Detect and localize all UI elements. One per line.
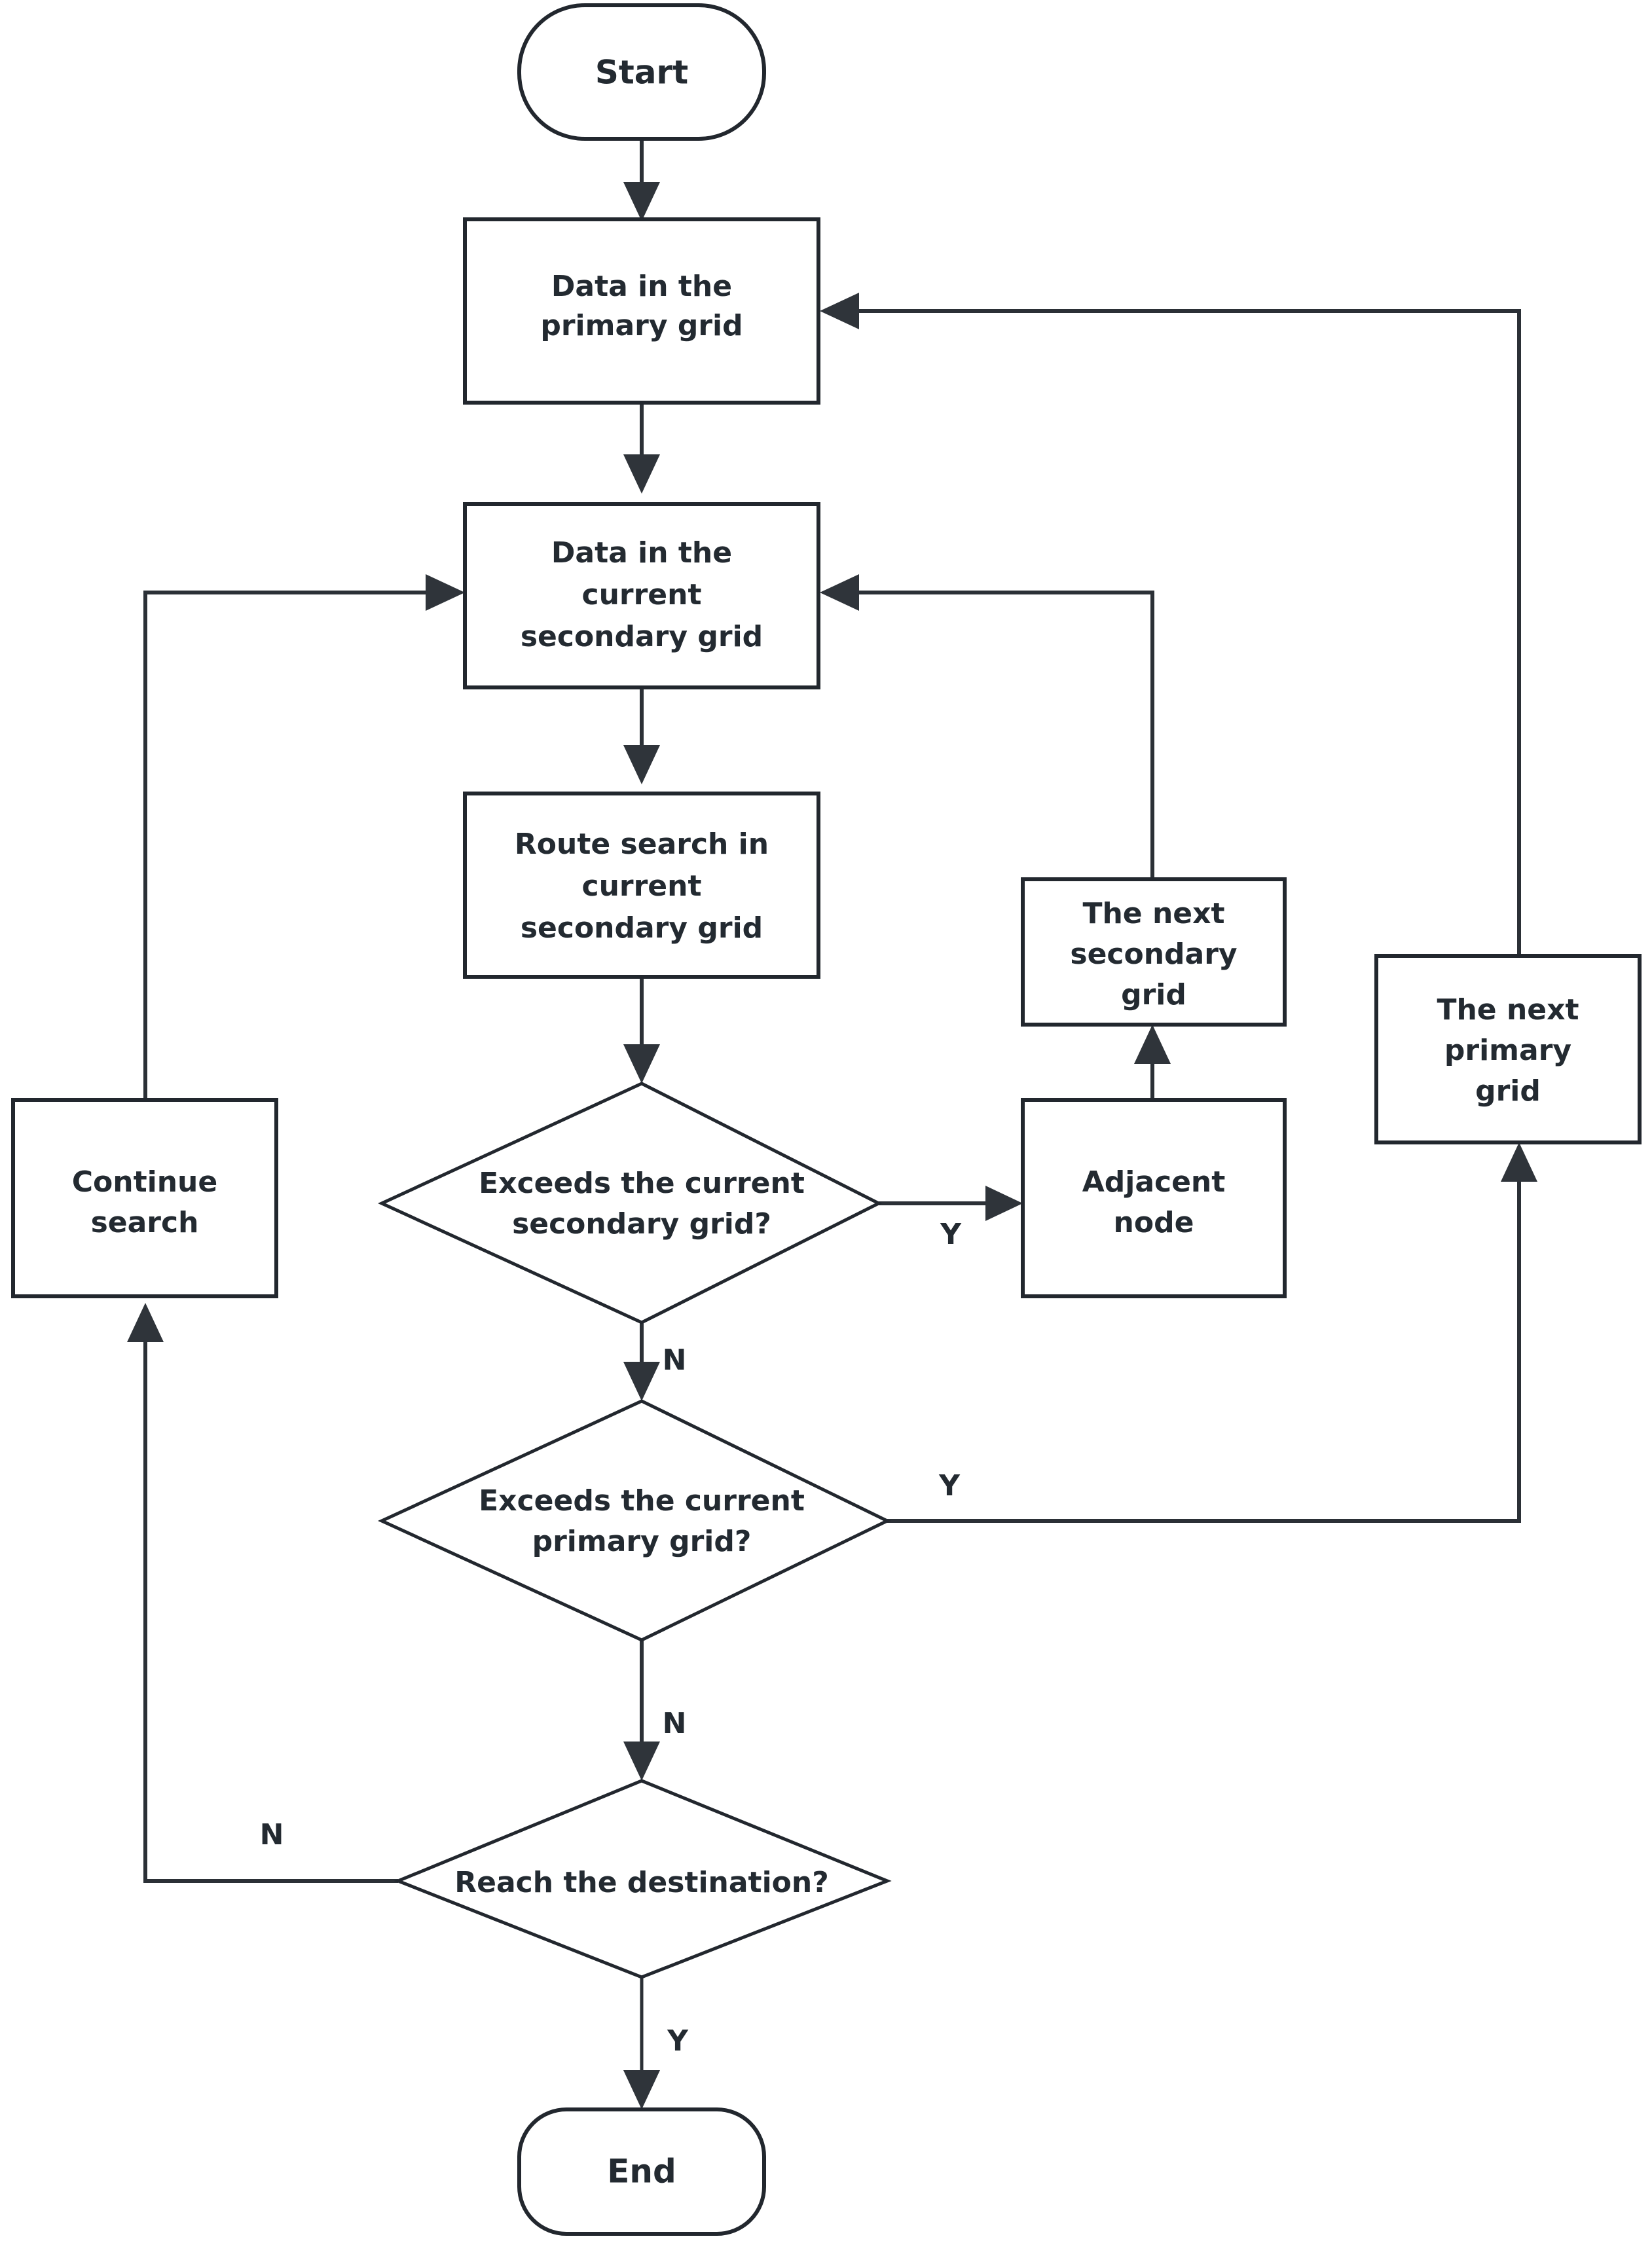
- edge-line: [887, 1172, 1521, 1523]
- arrow-head-icon: [623, 454, 660, 494]
- continue-search-label-line2: search: [91, 1206, 199, 1239]
- edge-line: [143, 591, 437, 1100]
- exceeds-current-primary-grid-label-line1: Exceeds the current: [479, 1484, 805, 1518]
- arrow-head-icon: [426, 574, 465, 611]
- edge-label-exceeds-primary-yes: Y: [938, 1469, 961, 1503]
- node-continue-search[interactable]: Continue search: [11, 1098, 278, 1298]
- route-search-shape[interactable]: [463, 792, 820, 979]
- edge-reach-destination-yes-to-end: [623, 1977, 660, 2109]
- adjacent-node-label-line2: node: [1114, 1206, 1194, 1239]
- edge-label-exceeds-secondary-no: N: [663, 1343, 687, 1377]
- arrow-head-icon: [623, 1742, 660, 1781]
- next-primary-grid-label-line3: grid: [1475, 1074, 1541, 1108]
- edge-line: [846, 591, 1154, 879]
- edge-label-exceeds-secondary-yes: Y: [940, 1218, 962, 1251]
- data-current-secondary-grid-shape[interactable]: [463, 502, 820, 689]
- exceeds-current-secondary-grid-label-line2: secondary grid?: [512, 1207, 771, 1241]
- next-primary-grid-label-line2: primary: [1444, 1034, 1571, 1067]
- adjacent-node-shape[interactable]: [1021, 1098, 1287, 1298]
- exceeds-current-primary-grid-label-line2: primary grid?: [532, 1525, 752, 1558]
- edge-label-exceeds-primary-no: N: [663, 1707, 687, 1740]
- data-current-secondary-grid-label-line1: Data in the: [551, 536, 732, 570]
- node-adjacent-node[interactable]: Adjacent node: [1021, 1098, 1287, 1298]
- data-current-secondary-grid-label-line2: current: [581, 578, 701, 611]
- exceeds-current-secondary-grid-shape[interactable]: [378, 1082, 883, 1324]
- reach-destination-shape[interactable]: [394, 1779, 892, 1979]
- data-primary-grid-shape[interactable]: [463, 217, 820, 405]
- edge-adjacent-node-to-next-secondary: [1134, 1025, 1171, 1100]
- arrow-head-icon: [623, 1044, 660, 1084]
- edge-line: [143, 1332, 398, 1883]
- exceeds-current-primary-grid-shape[interactable]: [378, 1399, 891, 1642]
- end-label: End: [607, 2153, 676, 2191]
- route-search-label-line1: Route search in: [515, 828, 769, 861]
- edge-route-search-to-exceeds-secondary: [623, 977, 660, 1084]
- edge-next-primary-to-data-primary: [820, 293, 1521, 956]
- edge-label-reach-destination-yes: Y: [667, 2024, 689, 2058]
- arrow-head-icon: [623, 182, 660, 221]
- next-secondary-grid-label-line2: secondary: [1070, 938, 1237, 971]
- node-route-search[interactable]: Route search in current secondary grid: [463, 792, 820, 979]
- edge-line: [846, 309, 1521, 956]
- exceeds-current-secondary-grid-label-line1: Exceeds the current: [479, 1167, 805, 1200]
- next-primary-grid-shape[interactable]: [1374, 954, 1642, 1144]
- edge-exceeds-primary-yes-to-next-primary: [887, 1142, 1537, 1523]
- next-secondary-grid-shape[interactable]: [1021, 877, 1287, 1027]
- arrow-head-icon: [1134, 1025, 1171, 1064]
- edge-reach-destination-no-to-continue-search: [127, 1303, 398, 1883]
- node-end[interactable]: End: [517, 2107, 766, 2236]
- arrow-head-icon: [623, 745, 660, 784]
- edge-start-to-data-primary: [623, 139, 660, 221]
- arrow-head-icon: [623, 2070, 660, 2109]
- arrow-head-icon: [820, 574, 859, 611]
- data-primary-grid-label-line1: Data in the: [551, 270, 732, 303]
- arrow-head-icon: [1501, 1142, 1537, 1182]
- edge-next-secondary-to-data-secondary: [820, 574, 1154, 879]
- data-primary-grid-label-line2: primary grid: [540, 309, 743, 342]
- node-start[interactable]: Start: [517, 3, 766, 141]
- next-secondary-grid-label-line1: The next: [1082, 897, 1224, 930]
- route-search-label-line3: secondary grid: [521, 911, 763, 945]
- continue-search-shape[interactable]: [11, 1098, 278, 1298]
- edge-data-primary-to-data-secondary: [623, 403, 660, 494]
- next-primary-grid-label-line1: The next: [1437, 993, 1579, 1027]
- edge-continue-search-to-data-secondary: [143, 574, 465, 1100]
- node-exceeds-current-secondary-grid[interactable]: Exceeds the current secondary grid?: [378, 1082, 883, 1324]
- node-next-primary-grid[interactable]: The next primary grid: [1374, 954, 1642, 1144]
- node-reach-destination[interactable]: Reach the destination?: [394, 1779, 892, 1979]
- edge-exceeds-secondary-no-to-exceeds-primary: [623, 1322, 660, 1401]
- node-next-secondary-grid[interactable]: The next secondary grid: [1021, 877, 1287, 1027]
- node-data-primary-grid[interactable]: Data in the primary grid: [463, 217, 820, 405]
- edge-exceeds-primary-no-to-reach-destination: [623, 1640, 660, 1781]
- edge-exceeds-secondary-yes-to-adjacent-node: [879, 1186, 1023, 1221]
- route-search-label-line2: current: [581, 869, 701, 903]
- edge-data-secondary-to-route-search: [623, 687, 660, 784]
- arrow-head-icon: [623, 1362, 660, 1401]
- arrow-head-icon: [820, 293, 859, 329]
- arrow-head-icon: [985, 1186, 1023, 1221]
- node-exceeds-current-primary-grid[interactable]: Exceeds the current primary grid?: [378, 1399, 891, 1642]
- reach-destination-label: Reach the destination?: [454, 1866, 829, 1899]
- start-terminator-shape[interactable]: [517, 3, 766, 141]
- continue-search-label-line1: Continue: [72, 1165, 217, 1199]
- next-secondary-grid-label-line3: grid: [1121, 978, 1186, 1012]
- data-current-secondary-grid-label-line3: secondary grid: [521, 620, 763, 653]
- node-data-current-secondary-grid[interactable]: Data in the current secondary grid: [463, 502, 820, 689]
- end-terminator-shape[interactable]: [517, 2107, 766, 2236]
- adjacent-node-label-line1: Adjacent: [1082, 1165, 1226, 1199]
- edge-label-reach-destination-no: N: [260, 1818, 284, 1851]
- start-label: Start: [595, 54, 688, 92]
- arrow-head-icon: [127, 1303, 164, 1342]
